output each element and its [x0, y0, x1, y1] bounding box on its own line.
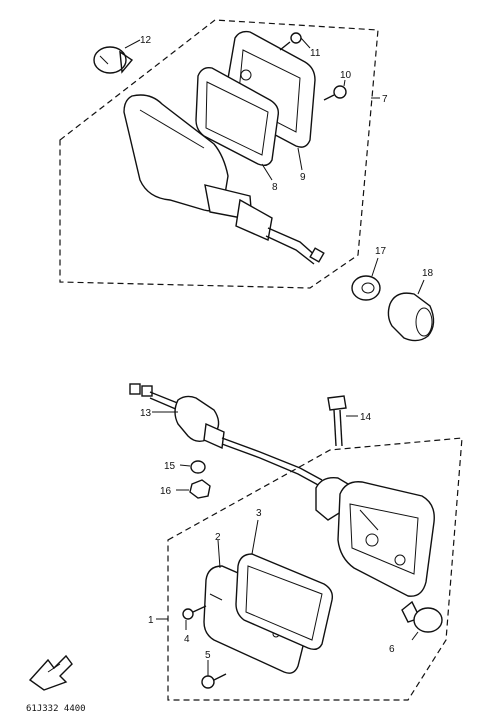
callout-5: 5 — [205, 650, 211, 661]
callout-9: 9 — [300, 172, 306, 183]
callout-16: 16 — [160, 486, 172, 497]
washer-15 — [190, 460, 206, 474]
housing-lower — [315, 477, 435, 597]
callout-13: 13 — [140, 408, 152, 419]
cap-18 — [387, 292, 435, 342]
callout-2: 2 — [215, 532, 221, 543]
gasket-3 — [235, 553, 334, 651]
callout-11: 11 — [310, 48, 321, 59]
callout-4: 4 — [184, 634, 190, 645]
callout-15: 15 — [164, 461, 176, 472]
callout-17: 17 — [375, 246, 387, 257]
callout-8: 8 — [272, 182, 278, 193]
lower-turn-signal-assembly — [129, 383, 463, 701]
callout-1: 1 — [148, 615, 154, 626]
wire-harness-13 — [129, 383, 323, 487]
callout-3: 3 — [256, 508, 262, 519]
callout-6: 6 — [389, 644, 395, 655]
screw-10 — [323, 85, 347, 101]
upper-assembly-boundary — [59, 19, 379, 289]
screw-4 — [182, 605, 207, 620]
grommet-17 — [351, 275, 381, 301]
callout-10: 10 — [340, 70, 352, 81]
nut-16 — [189, 479, 211, 499]
callout-18: 18 — [422, 268, 434, 279]
screw-5 — [201, 673, 227, 689]
upper-turn-signal-assembly — [59, 19, 435, 342]
housing-upper — [123, 94, 325, 265]
drawing-code: 61J332 4400 — [26, 704, 86, 714]
bulb-6 — [401, 600, 443, 633]
bulb-12 — [93, 46, 134, 74]
screw-11 — [279, 32, 302, 51]
bolt-14 — [327, 395, 347, 447]
callout-7: 7 — [382, 94, 388, 105]
callout-14: 14 — [360, 412, 372, 423]
gasket-8 — [195, 66, 280, 167]
front-arrow-icon — [28, 654, 73, 691]
lower-assembly-boundary — [167, 437, 463, 701]
callout-12: 12 — [140, 35, 152, 46]
